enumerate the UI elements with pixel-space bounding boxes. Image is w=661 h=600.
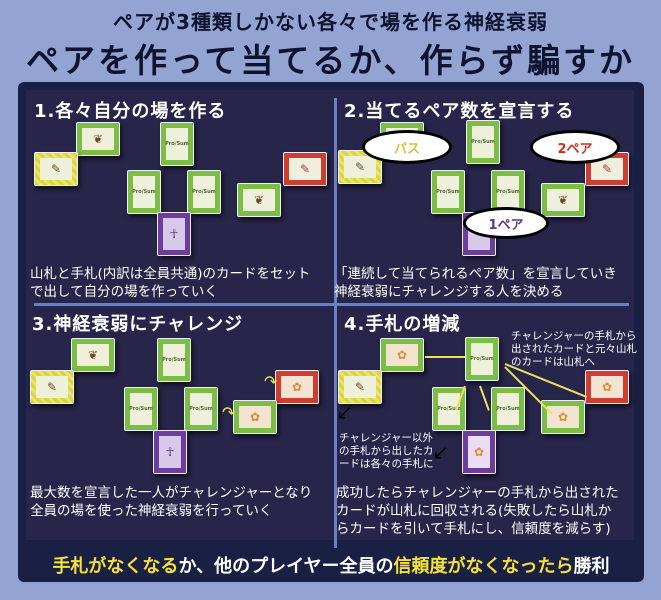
plant-icon: ❦ — [557, 193, 569, 207]
panel-4-desc-line-3: らカードを引いて手札にし、信頼度を減らす) — [336, 521, 611, 537]
note-to-hand: チャレンジャー以外 の手札から出したカ ードは各々の手札に — [339, 432, 434, 470]
food-icon: ✎ — [354, 380, 366, 394]
card-yellow: ✎ — [338, 370, 382, 404]
page-title: ペアを作って当てるか、作らず騙すか — [25, 41, 636, 80]
panel-4-title: 4.手札の増減 — [344, 314, 461, 335]
return-arrow-icon: ↙ — [432, 440, 449, 464]
fish-icon: ✎ — [299, 162, 311, 176]
panel-1-desc-line-2: で出して自分の場を作っていく — [30, 284, 218, 300]
card-green-deck: Pro/Sum — [466, 120, 500, 164]
flower-icon: ✿ — [557, 410, 569, 424]
panel-3-desc-line-1: 最大数を宣言した一人がチャレンジャーとなり — [30, 485, 313, 501]
plant-icon: ❦ — [92, 132, 104, 146]
win-condition: 手札がなくなるか、他のプレイヤー全員の信頼度がなくなったら勝利 — [52, 556, 610, 577]
food-icon: ✎ — [50, 162, 62, 176]
card-red-flipped: ✿ — [585, 370, 629, 404]
card-green-deck: Pro/Sum — [157, 338, 191, 382]
flower-icon: ✿ — [291, 380, 303, 394]
panel-2-desc-line-2: 神経衰弱にチャレンジする人を決める — [334, 284, 564, 300]
horizontal-divider — [34, 303, 629, 306]
speech-bubble-pass: パス — [362, 130, 452, 164]
food-icon: ✎ — [354, 160, 366, 174]
card-green-deck: Pro/Sum — [127, 170, 161, 214]
panel-1-title: 1.各々自分の場を作る — [34, 101, 227, 122]
card-purple: ☥ — [153, 430, 187, 474]
card-green: ❦ — [71, 338, 115, 372]
flower-icon: ✿ — [249, 410, 261, 424]
card-green-flipped: ✿ — [380, 338, 424, 372]
note-to-deck: チャレンジャーの手札から 出されたカードと元々山札 のカードは山札へ — [511, 330, 637, 368]
return-arrow-icon: ↙ — [336, 400, 353, 424]
panel-4-desc-line-2: カードが山札に回収される(失敗したら山札か — [336, 503, 612, 519]
card-green: ❦ — [76, 122, 120, 156]
speech-bubble-1-pair: 1ペア — [463, 207, 549, 239]
vertical-divider — [334, 98, 337, 548]
panel-2-desc-line-1: 「連続して当てられるペア数」を宣言していき — [334, 266, 617, 282]
panel-3-desc-line-2: 全員の場を使った神経衰弱を行っていく — [30, 503, 273, 519]
plant-icon: ❦ — [253, 193, 265, 207]
card-red-flipped: ✿ — [275, 370, 319, 404]
card-green: ❦ — [237, 183, 281, 217]
card-deck: Pro/Sum — [465, 337, 499, 381]
owl-icon: ☥ — [169, 227, 179, 241]
subtitle: ペアが3種類しかない各々で場を作る神経衰弱 — [113, 10, 548, 34]
card-purple: ☥ — [157, 212, 191, 256]
owl-icon: ☥ — [165, 445, 175, 459]
fish-icon: ✎ — [601, 162, 613, 176]
card-green-deck: Pro/Sum — [124, 387, 158, 431]
card-yellow: ✎ — [34, 152, 78, 186]
plant-icon: ❦ — [87, 348, 99, 362]
speech-bubble-2-pair: 2ペア — [530, 130, 620, 164]
card-green-flipped: ✿ — [233, 400, 277, 434]
card-green-deck: Pro/Sum — [160, 122, 194, 166]
panel-1-desc-line-1: 山札と手札(内訳は全員共通)のカードをセット — [30, 266, 311, 282]
panel-3-title: 3.神経衰弱にチャレンジ — [32, 314, 244, 335]
card-green-flipped: ✿ — [541, 400, 585, 434]
card-green: ❦ — [541, 183, 585, 217]
flip-arrow-icon: ↷ — [264, 372, 278, 391]
flower-icon: ✿ — [601, 380, 613, 394]
card-green-deck: Pro/Sum — [431, 170, 465, 214]
card-purple-flipped: ✿ — [462, 430, 496, 474]
card-red: ✎ — [283, 152, 327, 186]
card-green-deck: Pro/Sum — [491, 387, 525, 431]
card-green-deck: Pro/Sum — [184, 387, 218, 431]
rules-panel-area — [26, 90, 634, 540]
flower-icon: ✿ — [396, 348, 408, 362]
panel-4-desc-line-1: 成功したらチャレンジャーの手札から出された — [336, 485, 619, 501]
card-green-deck: Pro/Sum — [187, 170, 221, 214]
card-yellow: ✎ — [30, 370, 74, 404]
flip-arrow-icon: ↷ — [222, 403, 236, 422]
panel-2-title: 2.当てるペア数を宣言する — [344, 101, 575, 122]
flower-icon: ✿ — [473, 445, 485, 459]
food-icon: ✎ — [46, 380, 58, 394]
arrow-to-deck — [425, 356, 465, 358]
